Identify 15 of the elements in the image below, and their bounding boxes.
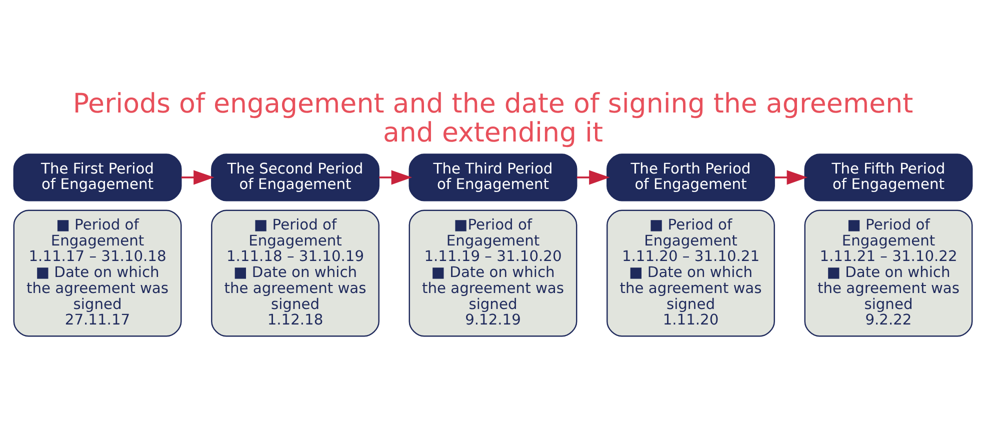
- node-box: The Forth Period of Engagement: [606, 153, 775, 201]
- node-box: The Second Period of Engagement: [211, 153, 380, 201]
- node-box: The Fifth Period of Engagement: [804, 153, 973, 201]
- arrow: [576, 170, 610, 184]
- node-box: ■ Period of Engagement 1.11.18 – 31.10.19 ■ Date on which the agreement was signed 1.12.18: [211, 209, 380, 336]
- node-box: ■ Period of Engagement 1.11.21 – 31.10.22 ■ Date on which the agreement was signed 9.2.22: [804, 209, 973, 336]
- node-box: ■Period of Engagement 1.11.19 – 31.10.20 ■ Date on which the agreement was signed 9.12.19: [408, 209, 578, 336]
- node-box: ■ Period of Engagement 1.11.20 – 31.10.21 ■ Date on which the agreement was signed 1.11.20: [606, 209, 775, 336]
- arrow: [379, 170, 412, 184]
- node-box: The Third Period of Engagement: [408, 153, 578, 201]
- diagram-title: Periods of engagement and the date of signing the agreement and extending it: [72, 88, 914, 148]
- arrow: [181, 170, 214, 184]
- node-box: The First Period of Engagement: [13, 153, 182, 201]
- arrow: [774, 170, 808, 184]
- node-box: ■ Period of Engagement 1.11.17 – 31.10.18 ■ Date on which the agreement was signed 27.11.17: [13, 209, 182, 336]
